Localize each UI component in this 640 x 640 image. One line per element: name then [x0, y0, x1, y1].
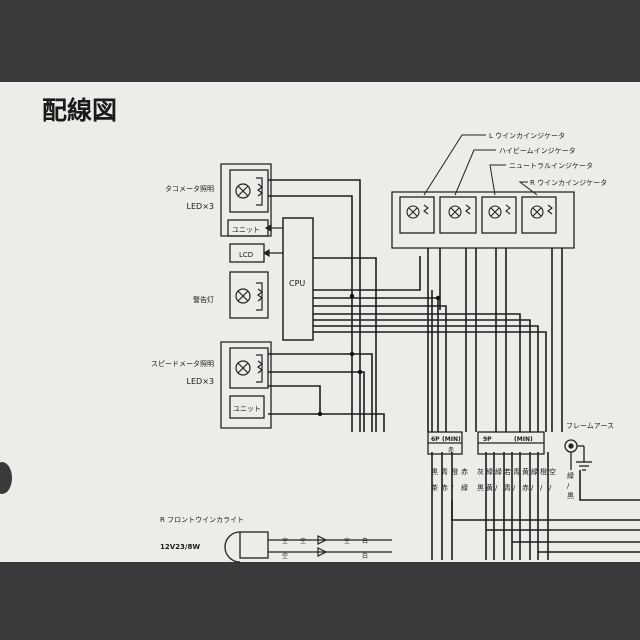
lcd-label: LCD [239, 251, 253, 259]
front-winker-wiring [268, 535, 392, 557]
svg-text:/: / [540, 484, 543, 492]
svg-text:/: / [513, 484, 516, 492]
svg-text:緑: 緑 [531, 467, 538, 476]
svg-text:緑: 緑 [486, 467, 493, 476]
svg-text:黄: 黄 [522, 467, 529, 476]
indicator-bulb-icons [406, 204, 553, 219]
speedo-label: スピードメータ照明 [151, 359, 214, 368]
earth-wire-color-2: / [567, 482, 570, 490]
connector-6p [427, 431, 463, 455]
svg-text:/: / [451, 484, 454, 492]
earth-wire-color-1: 緑 [567, 471, 574, 480]
connector-9p [477, 431, 545, 455]
front-winker-spec: 12V23/8W [160, 543, 200, 551]
svg-text:灰: 灰 [477, 467, 484, 476]
cpu-label: CPU [289, 279, 305, 288]
svg-text:橙: 橙 [540, 467, 547, 476]
svg-text:空: 空 [282, 537, 288, 545]
tacho-label: タコメータ照明 [165, 184, 214, 193]
svg-text:黒: 黒 [431, 468, 438, 476]
svg-text:橙: 橙 [451, 467, 458, 476]
svg-text:白: 白 [362, 552, 368, 560]
connector-9p-type: (MIN) [514, 436, 533, 443]
r-winker-indicator-label: R ウインカインジケータ [530, 178, 607, 187]
indicator-panel [391, 191, 575, 249]
wire-junctions [317, 293, 441, 417]
svg-text:/: / [531, 484, 534, 492]
connector-6p-type: (MIN) [442, 436, 461, 443]
wire-color-labels: 黒 青 橙 赤 灰 緑 緑 若 青 黄 緑 橙 空 茶 赤 / 緑 黒 黄 / … [431, 467, 556, 492]
cpu-arrows [262, 223, 283, 258]
tacho-led-count: LED×3 [187, 202, 214, 211]
svg-text:茶: 茶 [431, 483, 438, 492]
front-winker-bulb-icon [224, 531, 269, 563]
svg-text:黒: 黒 [477, 484, 484, 492]
svg-text:/: / [549, 484, 552, 492]
speedo-led-icon [235, 354, 263, 383]
svg-text:赤: 赤 [461, 468, 468, 476]
high-beam-indicator-label: ハイビームインジケータ [499, 146, 576, 155]
connector-6p-color: 赤 [448, 447, 454, 454]
warning-lamp-icon [235, 282, 263, 311]
speedo-led-count: LED×3 [187, 377, 214, 386]
connector-9p-pins: 9P [483, 436, 492, 443]
l-winker-indicator-label: L ウインカインジケータ [489, 131, 565, 140]
frame-earth-label: フレームアース [566, 422, 614, 430]
page-title: 配線図 [42, 96, 117, 125]
svg-text:/: / [495, 484, 498, 492]
svg-text:青: 青 [513, 467, 520, 476]
background-bottom [0, 562, 640, 640]
svg-text:青: 青 [441, 467, 448, 476]
unit-top-label: ユニット [232, 226, 260, 234]
warning-lamp-label: 警告灯 [193, 295, 214, 304]
svg-text:空: 空 [344, 537, 350, 545]
neutral-indicator-label: ニュートラルインジケータ [509, 161, 593, 170]
ground-icon [564, 439, 592, 471]
svg-text:空: 空 [282, 552, 288, 560]
left-meter-panel [220, 163, 314, 429]
indicator-leaders [423, 134, 538, 196]
paper-sheet [0, 82, 640, 562]
svg-text:空: 空 [300, 537, 306, 545]
binder-hole [0, 462, 12, 494]
wire-harness [268, 179, 640, 560]
svg-text:赤: 赤 [441, 484, 448, 492]
svg-text:青: 青 [504, 483, 511, 492]
svg-text:緑: 緑 [461, 483, 468, 492]
earth-wire-color-3: 黒 [567, 492, 574, 500]
connector-6p-pins: 6P [431, 436, 440, 443]
front-winker-label: R フロントウインカライト [160, 516, 244, 524]
svg-text:空: 空 [549, 467, 556, 476]
svg-text:白: 白 [362, 537, 368, 545]
tacho-led-icon [235, 177, 263, 206]
svg-text:赤: 赤 [522, 484, 529, 492]
unit-bottom-label: ユニット [233, 405, 261, 413]
background-top [0, 0, 640, 82]
svg-text:若: 若 [504, 467, 511, 476]
svg-text:黄: 黄 [486, 483, 493, 492]
svg-text:緑: 緑 [495, 467, 502, 476]
